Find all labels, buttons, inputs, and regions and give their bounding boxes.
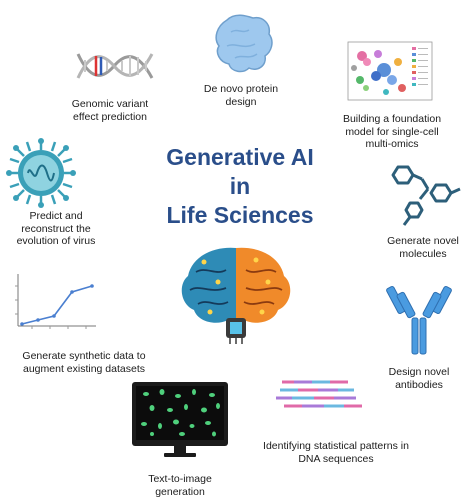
title-line-3: Life Sciences <box>166 202 314 228</box>
title-line-1: Generative AI <box>166 144 314 170</box>
protein-icon <box>215 14 273 73</box>
label-text-image: Text-to-image generation <box>148 473 212 498</box>
main-title: Generative AI in Life Sciences <box>150 143 330 230</box>
line-chart-icon <box>15 274 96 329</box>
dna-helix-icon <box>76 53 154 79</box>
umap-scatter-icon <box>347 41 433 101</box>
dna-sequence-icon <box>276 380 362 408</box>
title-line-2: in <box>229 173 251 199</box>
label-antibodies: Design novel antibodies <box>388 366 450 391</box>
label-genomic: Genomic variant effect prediction <box>71 98 149 123</box>
antibody-icon <box>386 285 452 355</box>
monitor-icon <box>132 382 228 457</box>
label-protein: De novo protein design <box>203 83 279 108</box>
label-dna: Identifying statistical patterns in DNA … <box>263 440 409 465</box>
molecule-icon <box>391 165 461 226</box>
virus-icon <box>6 138 76 208</box>
ai-brain-icon <box>181 247 291 344</box>
label-virus: Predict and reconstruct the evolution of… <box>16 210 96 247</box>
label-foundation: Building a foundation model for single-c… <box>342 113 442 150</box>
label-synthetic: Generate synthetic data to augment exist… <box>22 350 146 375</box>
label-molecules: Generate novel molecules <box>387 235 459 260</box>
